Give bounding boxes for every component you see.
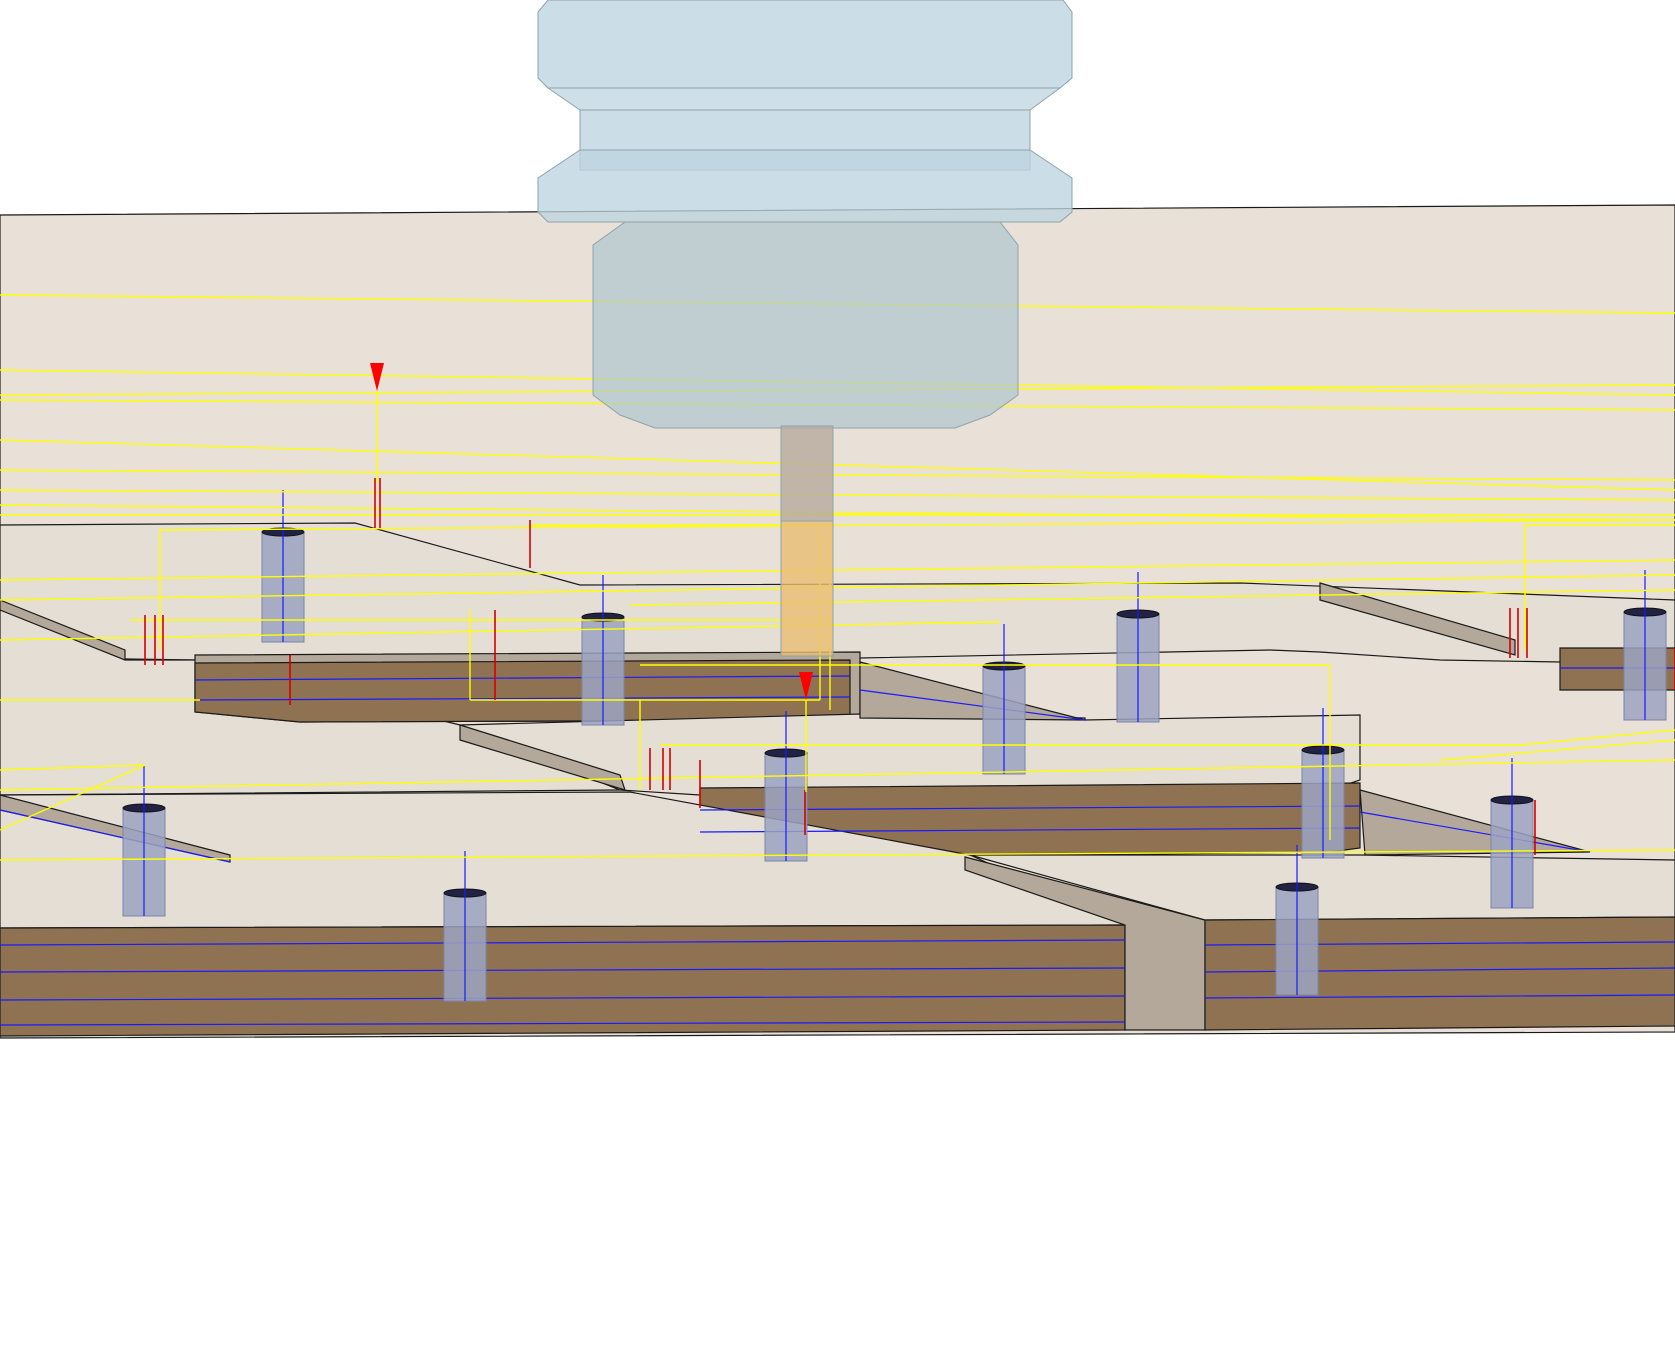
rapid-move bbox=[0, 439, 1675, 491]
feed-move bbox=[1204, 994, 1675, 999]
board-side-face bbox=[1319, 582, 1516, 656]
feed-move bbox=[0, 967, 1126, 973]
rapid-move bbox=[0, 764, 146, 771]
cnc-cutter-holder-icon[interactable] bbox=[537, 0, 1073, 657]
drill-hole[interactable] bbox=[1275, 845, 1319, 996]
feed-move bbox=[194, 696, 851, 701]
rapid-move bbox=[0, 489, 1675, 501]
rapid-move bbox=[0, 574, 1675, 601]
rapid-move bbox=[0, 849, 1675, 861]
tool-collar-groove bbox=[546, 87, 1062, 111]
rapid-move bbox=[0, 504, 1675, 521]
part-board[interactable] bbox=[0, 599, 861, 796]
toolpath-plunge-moves bbox=[144, 478, 1675, 855]
rapid-move bbox=[1519, 729, 1675, 746]
drill-hole[interactable] bbox=[261, 490, 305, 643]
tool-shank bbox=[780, 425, 834, 522]
toolpath-feed-moves bbox=[0, 667, 1675, 1026]
board-wood-face bbox=[194, 659, 851, 723]
feed-move bbox=[194, 675, 851, 681]
red-triangle-marker-icon bbox=[799, 672, 813, 700]
tool-collar-top bbox=[537, 0, 1073, 89]
feed-move bbox=[0, 1021, 1126, 1026]
board-side-face bbox=[459, 724, 626, 791]
parts-layer[interactable] bbox=[0, 522, 1675, 1037]
part-board[interactable] bbox=[0, 791, 1675, 1037]
rapid-move bbox=[1439, 739, 1675, 761]
board-wood-face bbox=[0, 924, 1126, 1037]
tool-flute bbox=[780, 520, 834, 657]
drill-hole[interactable] bbox=[1301, 708, 1345, 859]
drill-hole[interactable] bbox=[122, 766, 166, 917]
toolpath-markers bbox=[370, 363, 813, 792]
tool-collar-lower bbox=[537, 149, 1073, 223]
feed-move bbox=[859, 689, 1086, 721]
rapid-move bbox=[0, 559, 1675, 581]
rapid-move bbox=[159, 519, 1675, 531]
feed-move bbox=[1359, 811, 1591, 853]
rapid-move bbox=[0, 764, 146, 831]
rapid-move bbox=[0, 469, 1675, 481]
drill-hole[interactable] bbox=[764, 711, 808, 862]
board-wood-face bbox=[1204, 916, 1675, 1031]
red-triangle-marker-icon bbox=[370, 363, 384, 391]
feed-move bbox=[699, 805, 1361, 811]
rapid-move bbox=[0, 759, 1675, 791]
feed-move bbox=[0, 939, 1126, 946]
feed-move bbox=[699, 827, 1361, 833]
drill-hole[interactable] bbox=[1623, 570, 1667, 721]
feed-move bbox=[0, 995, 1126, 1001]
drill-hole[interactable] bbox=[1116, 572, 1160, 723]
drill-holes-layer[interactable] bbox=[122, 490, 1667, 1002]
drill-hole[interactable] bbox=[443, 851, 487, 1002]
feed-move bbox=[0, 809, 231, 863]
drill-hole[interactable] bbox=[1490, 758, 1534, 909]
tool-holder-taper bbox=[592, 221, 1019, 429]
drill-hole[interactable] bbox=[581, 575, 625, 726]
drill-hole[interactable] bbox=[982, 624, 1026, 775]
